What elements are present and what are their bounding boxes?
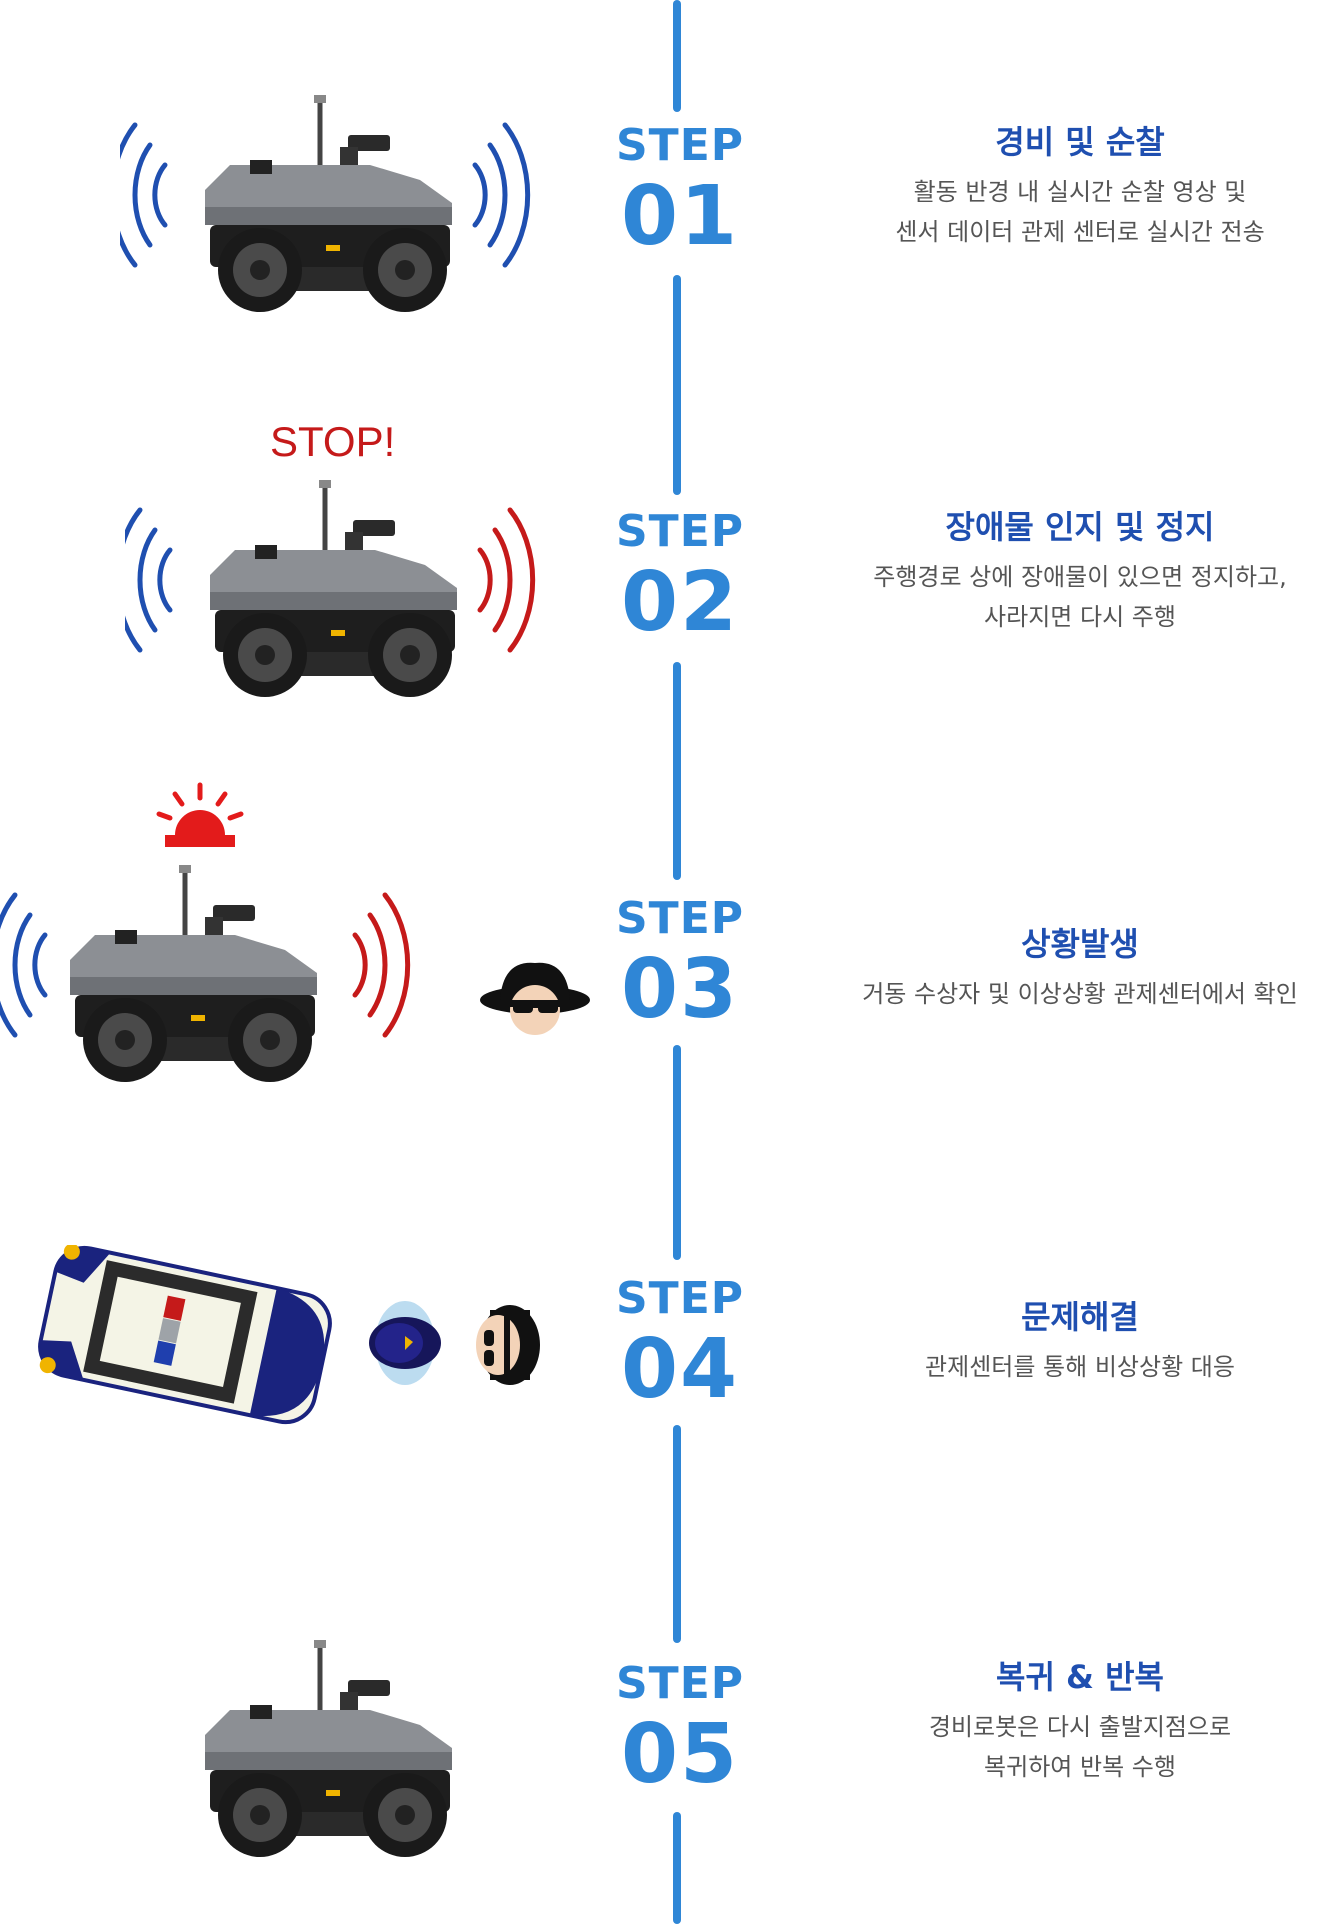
step-title: 장애물 인지 및 정지 <box>945 508 1215 546</box>
signal-wave-left-icon <box>120 122 168 268</box>
step-title: 복귀 & 반복 <box>996 1658 1164 1696</box>
step-05-illustration <box>120 1630 540 1860</box>
step-title: 상황발생 <box>1021 925 1139 963</box>
robot-icon <box>205 95 452 312</box>
step-text-line: 복귀하여 반복 수행 <box>984 1753 1176 1781</box>
signal-wave-right-icon <box>477 507 536 653</box>
step-01-illustration <box>120 85 531 315</box>
signal-wave-right-icon <box>472 122 531 268</box>
police-officer-icon <box>369 1301 441 1385</box>
signal-wave-right-icon <box>352 892 411 1038</box>
step-description-05: 복귀 & 반복 경비로봇은 다시 출발지점으로 복귀하여 반복 수행 <box>820 1655 1333 1787</box>
step-number: 01 <box>620 169 740 264</box>
step-number: 05 <box>620 1707 740 1802</box>
step-text-line: 관제센터를 통해 비상상황 대응 <box>925 1353 1235 1381</box>
signal-wave-left-icon <box>0 892 48 1038</box>
step-title: 경비 및 순찰 <box>995 123 1165 161</box>
step-label-05: STEP 05 <box>590 1660 770 1800</box>
step-text: 경비로봇은 다시 출발지점으로 복귀하여 반복 수행 <box>820 1707 1333 1787</box>
step-description-01: 경비 및 순찰 활동 반경 내 실시간 순찰 영상 및 센서 데이터 관제 센터… <box>820 120 1333 252</box>
step-label-01: STEP 01 <box>590 122 770 262</box>
step-word: STEP <box>615 1273 744 1324</box>
timeline-segment <box>673 1045 681 1260</box>
stop-label: STOP! <box>270 418 396 465</box>
thief-icon <box>480 962 590 1035</box>
step-02-illustration <box>125 470 536 700</box>
step-text: 활동 반경 내 실시간 순찰 영상 및 센서 데이터 관제 센터로 실시간 전송 <box>820 172 1333 252</box>
step-text-line: 활동 반경 내 실시간 순찰 영상 및 <box>913 178 1247 206</box>
robot-icon <box>205 1640 452 1857</box>
step-text-line: 사라지면 다시 주행 <box>984 603 1176 631</box>
step-03-illustration <box>0 855 411 1085</box>
step-text-line: 거동 수상자 및 이상상황 관제센터에서 확인 <box>862 980 1298 1008</box>
police-car-icon <box>38 1245 332 1425</box>
step-word: STEP <box>615 893 744 944</box>
signal-wave-left-icon <box>125 507 173 653</box>
step-text: 주행경로 상에 장애물이 있으면 정지하고, 사라지면 다시 주행 <box>820 557 1333 637</box>
step-number: 02 <box>620 555 740 650</box>
step-title: 문제해결 <box>1021 1298 1139 1336</box>
timeline-segment <box>673 0 681 112</box>
thief-icon <box>476 1305 540 1385</box>
step-word: STEP <box>615 1658 744 1709</box>
step-description-03: 상황발생 거동 수상자 및 이상상황 관제센터에서 확인 <box>820 922 1333 1014</box>
step-number: 03 <box>620 942 740 1037</box>
step-text-line: 경비로봇은 다시 출발지점으로 <box>928 1713 1232 1741</box>
robot-icon <box>70 865 317 1082</box>
step-word: STEP <box>615 506 744 557</box>
step-description-02: 장애물 인지 및 정지 주행경로 상에 장애물이 있으면 정지하고, 사라지면 … <box>820 505 1333 637</box>
robot-icon <box>210 480 457 697</box>
step-description-04: 문제해결 관제센터를 통해 비상상황 대응 <box>820 1295 1333 1387</box>
step-label-03: STEP 03 <box>590 895 770 1035</box>
step-text-line: 센서 데이터 관제 센터로 실시간 전송 <box>895 218 1265 246</box>
step-text-line: 주행경로 상에 장애물이 있으면 정지하고, <box>873 563 1287 591</box>
step-word: STEP <box>615 120 744 171</box>
step-label-02: STEP 02 <box>590 508 770 648</box>
timeline-segment <box>673 275 681 495</box>
timeline-segment <box>673 1812 681 1924</box>
step-text: 관제센터를 통해 비상상황 대응 <box>820 1347 1333 1387</box>
step-label-04: STEP 04 <box>590 1275 770 1415</box>
timeline-segment <box>673 1425 681 1643</box>
step-number: 04 <box>620 1322 740 1417</box>
step-text: 거동 수상자 및 이상상황 관제센터에서 확인 <box>820 974 1333 1014</box>
siren-icon <box>156 782 244 847</box>
timeline-segment <box>673 662 681 880</box>
